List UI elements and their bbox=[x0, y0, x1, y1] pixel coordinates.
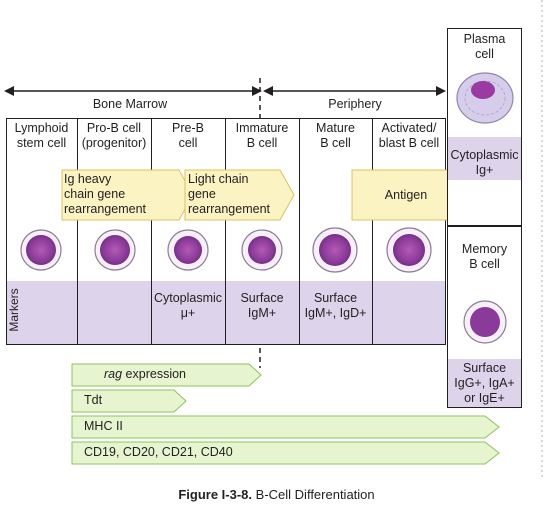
column-divider bbox=[225, 118, 226, 345]
memory-cell-marker: Surface IgG+, IgA+ or IgE+ bbox=[454, 361, 515, 405]
pro-b-cell-icon bbox=[94, 229, 136, 271]
mhc-ii-bar bbox=[71, 415, 500, 439]
column-divider bbox=[299, 118, 300, 345]
mature-b-cell-icon bbox=[312, 227, 358, 273]
marker-mature-b: Surface IgM+, IgD+ bbox=[304, 291, 367, 320]
tdt-bar bbox=[71, 389, 187, 413]
cd-markers-label: CD19, CD20, CD21, CD40 bbox=[84, 445, 233, 459]
column-divider bbox=[151, 118, 152, 345]
tdt-label: Tdt bbox=[84, 393, 103, 407]
antigen-label: Antigen bbox=[384, 188, 428, 202]
lymphoid-stem-cell-icon bbox=[20, 229, 62, 271]
immature-b-cell-icon bbox=[241, 229, 283, 271]
marker-immature-b: Surface IgM+ bbox=[240, 291, 284, 320]
memory-marker-band bbox=[448, 359, 521, 407]
plasma-cell-box bbox=[447, 28, 522, 226]
bone-marrow-arrow bbox=[4, 86, 262, 96]
ig-heavy-chain-label: Ig heavy chain gene rearrangement bbox=[64, 172, 146, 216]
light-chain-label: Light chain gene rearrangement bbox=[188, 172, 270, 216]
plasma-marker-band bbox=[448, 137, 521, 180]
mhc-ii-label: MHC II bbox=[84, 419, 123, 433]
stage-label-activated-b-cell: Activated/ blast B cell bbox=[378, 121, 440, 150]
markers-label: Markers bbox=[7, 288, 21, 332]
stage-label-lymphoid-stem-cell: Lymphoid stem cell bbox=[14, 121, 69, 150]
plasma-cell-title: Plasma cell bbox=[463, 32, 506, 61]
memory-cell-title: Memory B cell bbox=[461, 242, 508, 271]
cd-markers-bar bbox=[71, 441, 500, 465]
activated-b-cell-icon bbox=[386, 227, 432, 273]
region-bone-marrow: Bone Marrow bbox=[92, 97, 168, 111]
figure-title: B-Cell Differentiation bbox=[255, 487, 375, 502]
marker-pre-b: Cytoplasmic μ+ bbox=[153, 291, 223, 320]
stage-label-pro-b-cell: Pro-B cell (progenitor) bbox=[81, 121, 147, 150]
rag-expression-label: rag expression bbox=[104, 367, 187, 381]
rag-expression-bar bbox=[71, 363, 262, 387]
periphery-arrow bbox=[263, 86, 446, 96]
stage-label-pre-b-cell: Pre-B cell bbox=[172, 121, 204, 150]
figure-caption: Figure I-3-8. B-Cell Differentiation bbox=[0, 487, 553, 502]
plasma-cell-icon bbox=[456, 72, 514, 124]
column-divider bbox=[77, 118, 78, 345]
column-divider bbox=[372, 118, 373, 345]
stage-label-immature-b-cell: Immature B cell bbox=[235, 121, 289, 150]
plasma-cell-marker: Cytoplasmic Ig+ bbox=[450, 148, 519, 177]
memory-cell-icon bbox=[463, 300, 507, 344]
region-periphery: Periphery bbox=[328, 97, 382, 111]
page-margin-line bbox=[541, 0, 543, 480]
pre-b-cell-icon bbox=[167, 229, 209, 271]
stage-label-mature-b-cell: Mature B cell bbox=[316, 121, 355, 150]
figure-number: Figure I-3-8. bbox=[178, 487, 253, 502]
light-chain-arrow bbox=[184, 169, 295, 221]
